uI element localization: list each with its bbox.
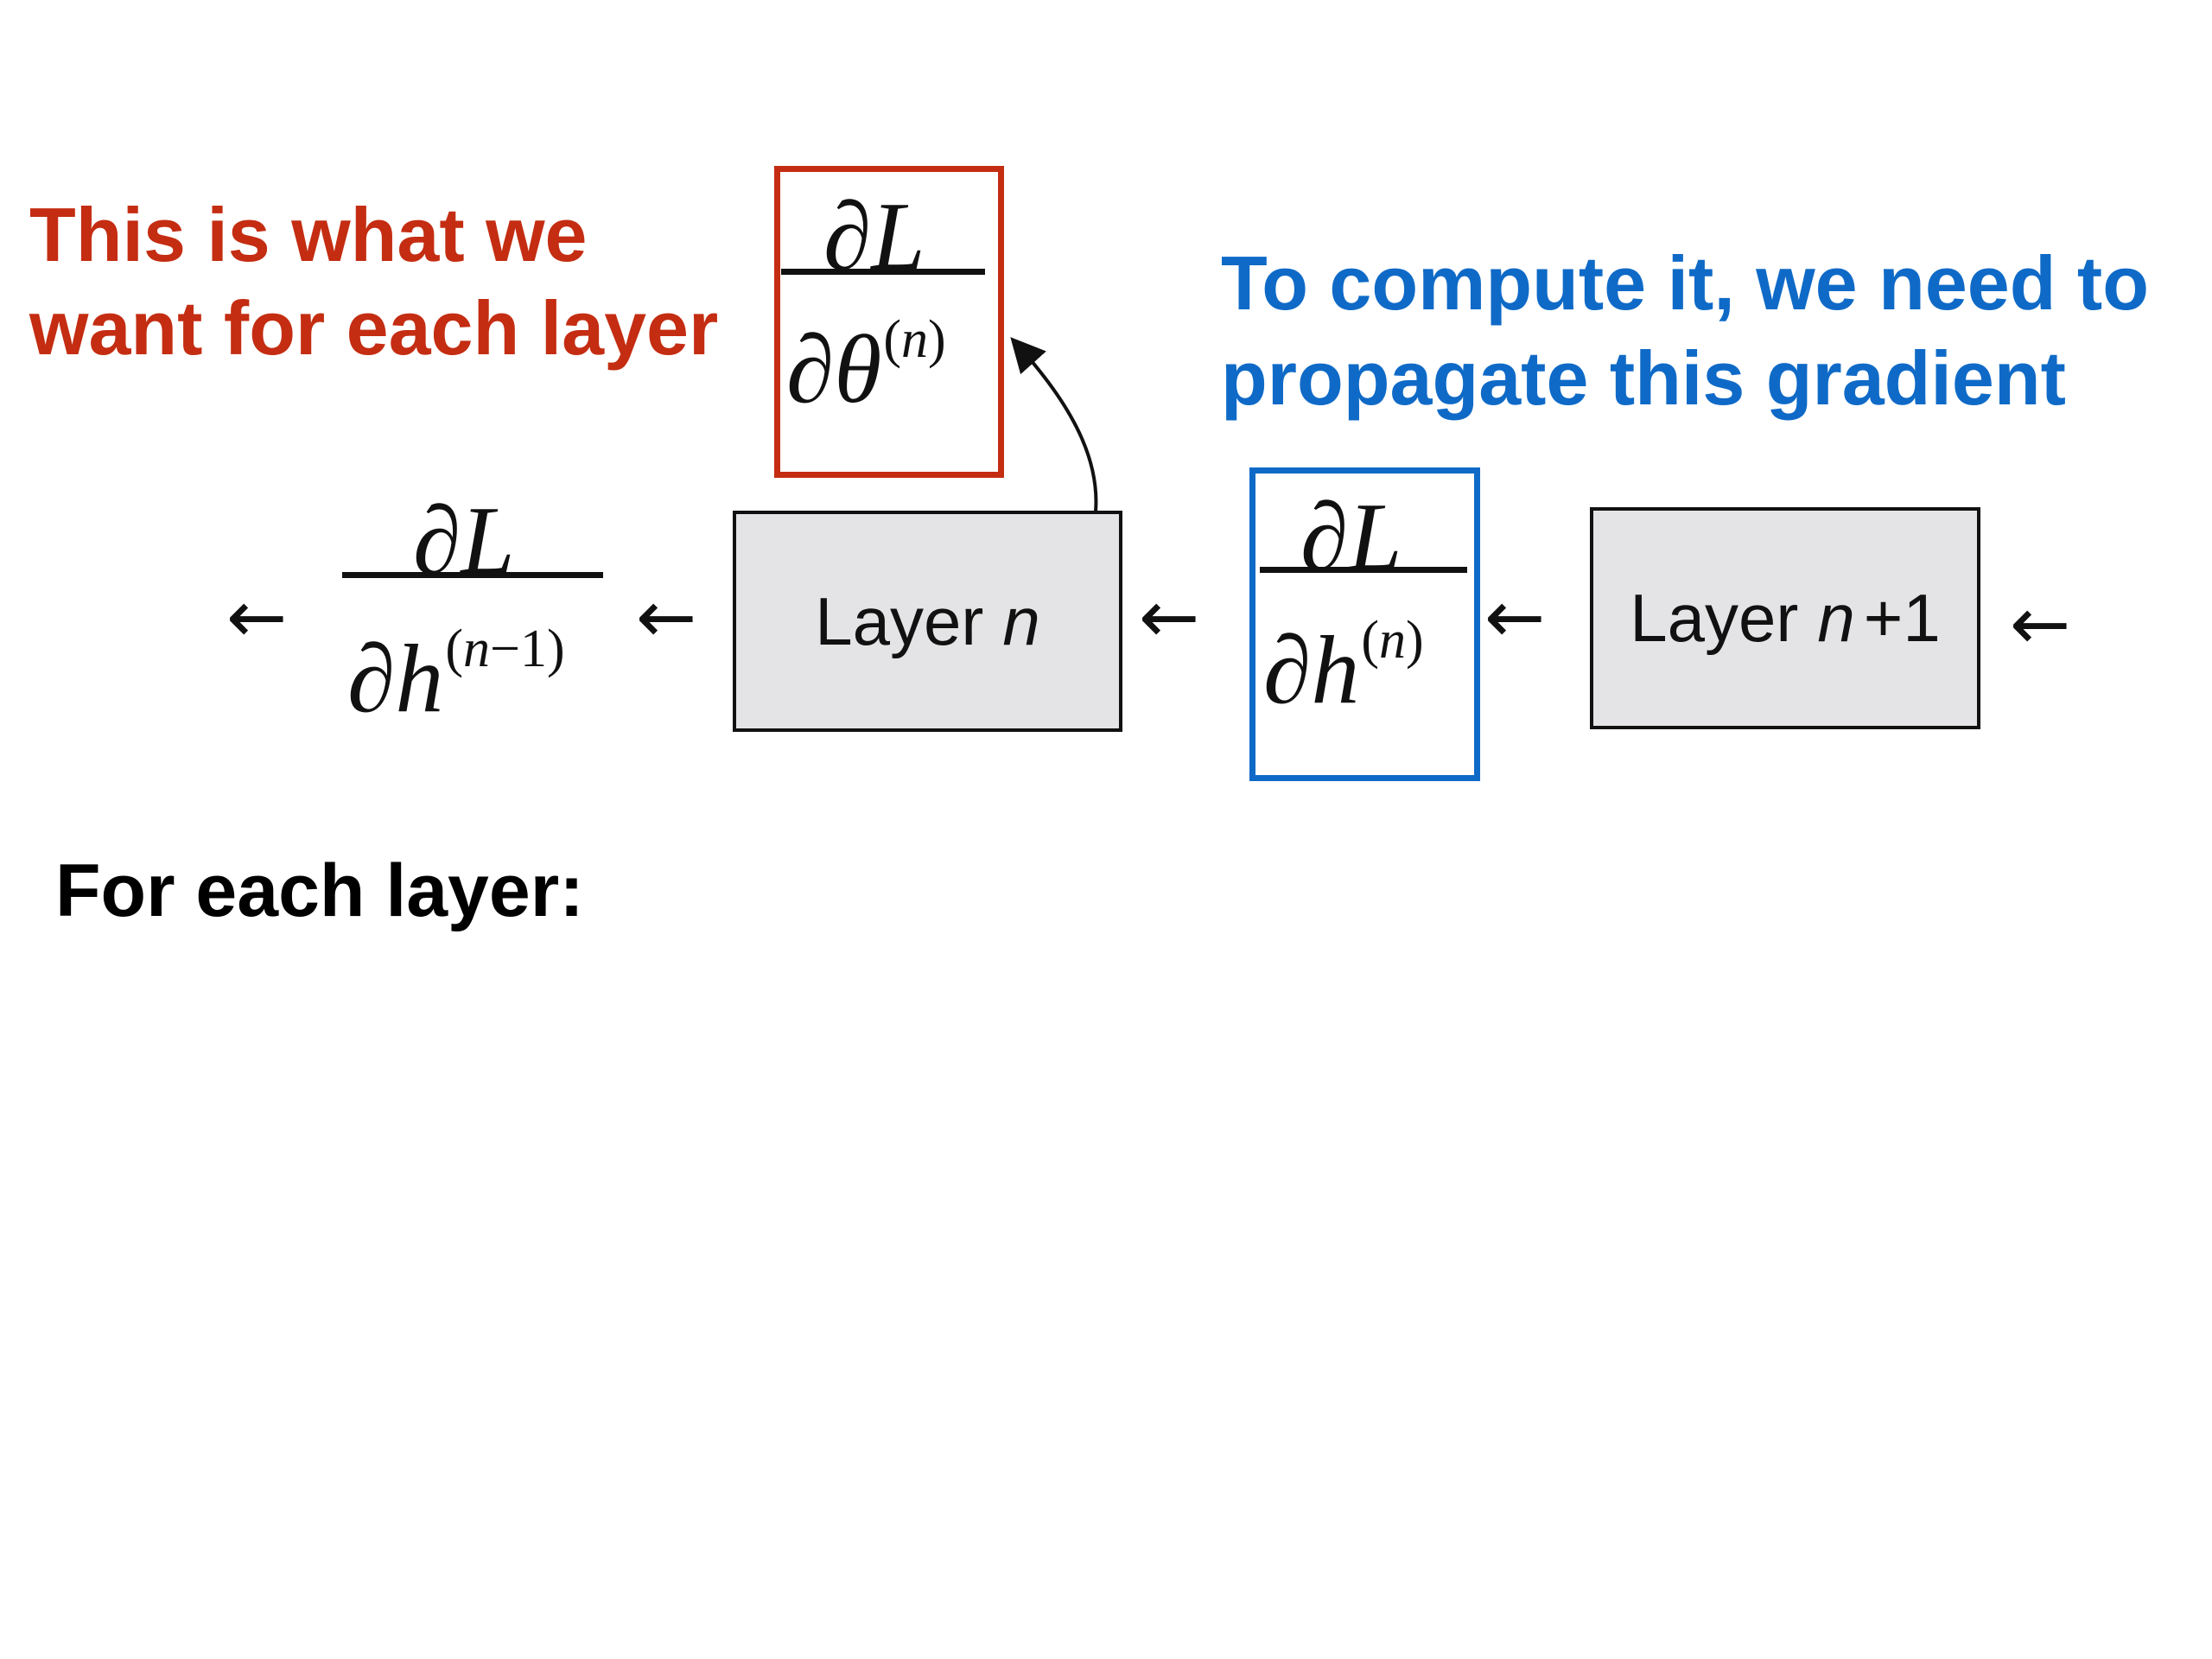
arrow-left-2: ←: [636, 575, 697, 659]
arrow-left-3: ←: [1139, 575, 1200, 659]
want-caption-line1: This is what we: [29, 192, 588, 277]
hidden-gradient-fraction-bar: [1260, 567, 1467, 573]
param-gradient-denominator: ∂θ(n): [786, 310, 946, 423]
prev-gradient-fraction-bar: [342, 572, 603, 578]
layer-n-plus-1-suffix: +1: [1863, 580, 1941, 656]
propagate-caption-line2: propagate this gradient: [1221, 335, 2066, 421]
arrow-left-1: ←: [226, 575, 288, 659]
param-gradient-box: [774, 166, 1004, 478]
propagate-caption: To compute it, we need to propagate this…: [1221, 245, 2149, 416]
layer-n-label: Layer: [815, 582, 984, 659]
param-gradient-fraction-bar: [781, 269, 985, 275]
for-each-layer-heading: For each layer:: [55, 849, 584, 932]
layer-n-variable: n: [1002, 582, 1040, 659]
prev-gradient-denominator: ∂h(n−1): [347, 620, 565, 733]
arrow-left-5: ←: [2010, 582, 2071, 666]
want-caption-line2: want for each layer: [29, 285, 719, 371]
propagate-caption-line1: To compute it, we need to: [1221, 240, 2149, 326]
hidden-gradient-box: [1249, 467, 1480, 781]
arrow-left-4: ←: [1484, 575, 1546, 659]
layer-n-plus-1-variable: n: [1817, 580, 1855, 656]
hidden-gradient-denominator: ∂h(n): [1263, 611, 1424, 724]
param-gradient-curved-arrow: [1010, 337, 1098, 512]
want-caption: This is what we want for each layer: [29, 197, 718, 366]
layer-n-plus-1-label: Layer: [1630, 580, 1799, 656]
